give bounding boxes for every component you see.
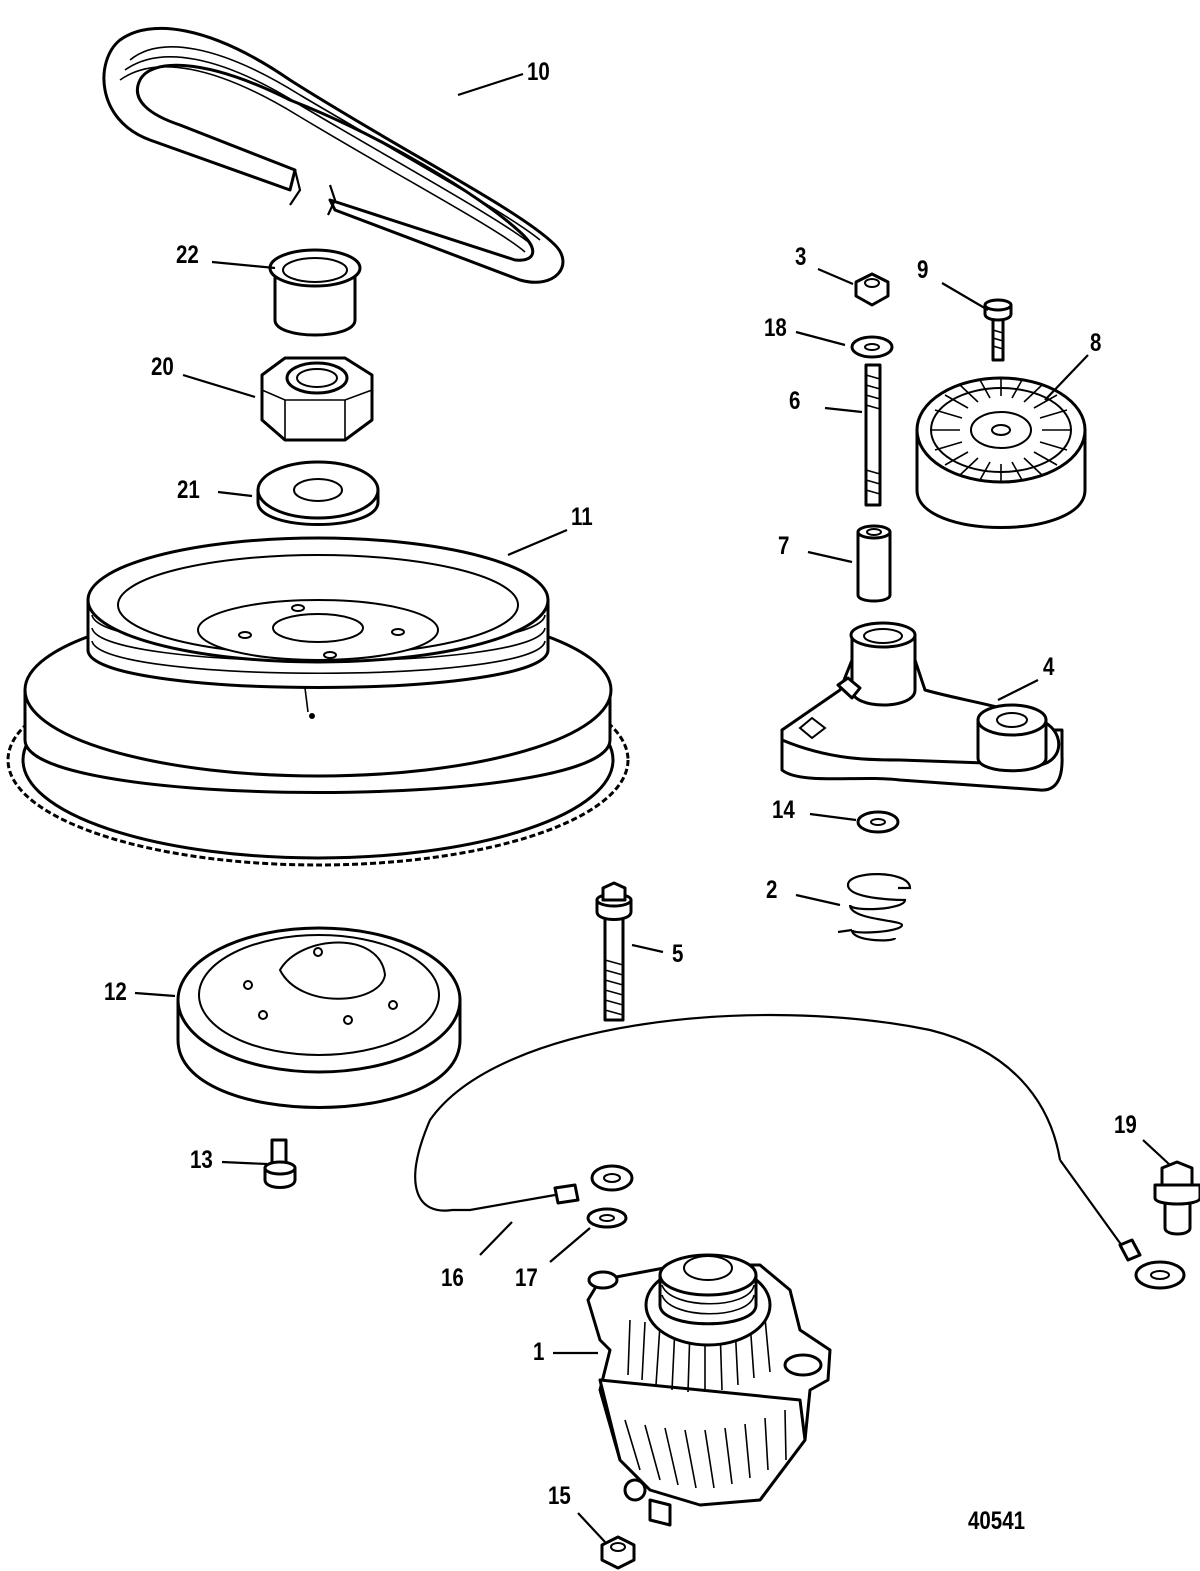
callout-20: 20 (151, 353, 174, 381)
part-spring (837, 873, 912, 942)
callout-8: 8 (1090, 329, 1102, 357)
callout-1: 1 (533, 1338, 545, 1366)
part-alternator (586, 1253, 832, 1527)
callout-16: 16 (441, 1264, 464, 1292)
part-ground-wire (414, 1013, 1186, 1290)
callout-4: 4 (1043, 653, 1055, 681)
callout-10: 10 (527, 58, 550, 86)
part-washer-arm (856, 810, 900, 834)
part-bushing (268, 248, 362, 337)
part-washer-terminal (586, 1207, 628, 1229)
part-stud (864, 363, 882, 507)
part-pulley-bolt (983, 298, 1013, 362)
part-washer-small (850, 335, 894, 359)
part-hex-nut (260, 356, 374, 442)
callout-22: 22 (176, 241, 199, 269)
callout-12: 12 (104, 978, 127, 1006)
callout-6: 6 (789, 387, 801, 415)
callout-19: 19 (1114, 1111, 1137, 1139)
callout-15: 15 (548, 1482, 571, 1510)
callout-5: 5 (672, 940, 684, 968)
part-long-bolt (595, 881, 633, 1022)
part-flywheel (6, 536, 630, 867)
callout-2: 2 (766, 876, 778, 904)
part-idler-pulley (915, 376, 1087, 529)
callout-3: 3 (795, 243, 807, 271)
part-tensioner-arm (780, 621, 1064, 792)
part-belt (102, 26, 565, 284)
callout-9: 9 (917, 256, 929, 284)
leader-lines (134, 72, 1171, 1543)
figure-id: 40541 (968, 1507, 1026, 1535)
part-hub-bolt (263, 1138, 297, 1189)
part-ground-bolt (1153, 1160, 1200, 1236)
callout-13: 13 (190, 1146, 213, 1174)
callout-14: 14 (772, 796, 795, 824)
callout-17: 17 (515, 1264, 538, 1292)
part-spacer (856, 524, 892, 603)
part-washer (256, 460, 380, 526)
callout-7: 7 (778, 532, 790, 560)
part-hub (176, 926, 462, 1109)
callout-18: 18 (764, 314, 787, 342)
callout-11: 11 (571, 503, 593, 531)
part-nut-small (854, 272, 890, 307)
callout-21: 21 (177, 476, 200, 504)
part-nut-alternator (600, 1535, 636, 1570)
